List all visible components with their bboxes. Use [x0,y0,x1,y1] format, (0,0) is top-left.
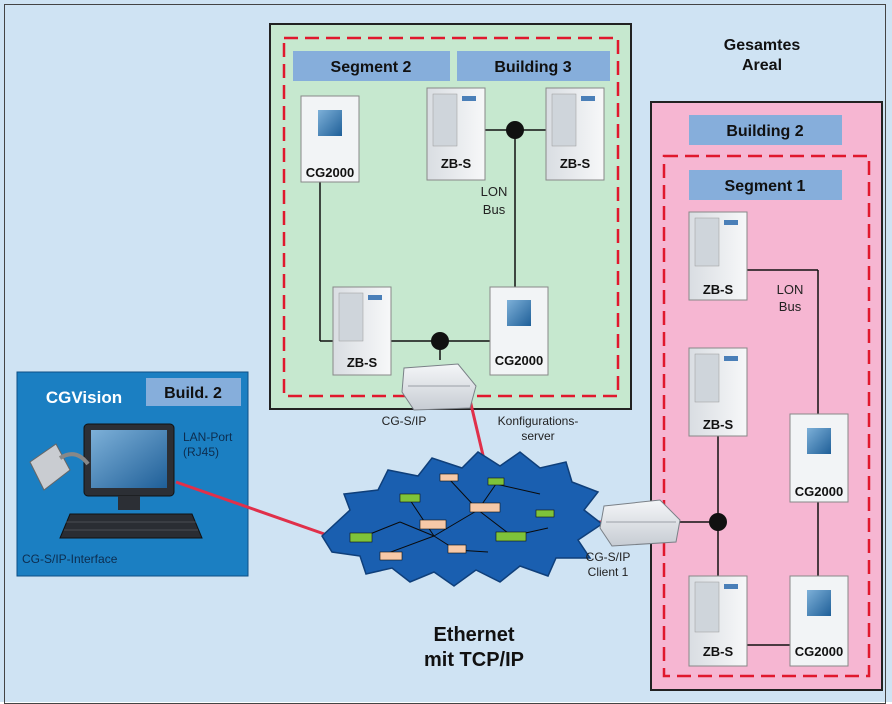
segment-1-label-box [689,170,842,200]
zbs-label: ZB-S [347,355,378,370]
zbs-label: ZB-S [703,644,734,659]
ethernet-cloud-icon [321,451,604,587]
segment-2-border [282,36,620,398]
building-3-area [269,23,632,410]
zbs-label: ZB-S [703,417,734,432]
zbs-device [426,87,486,181]
building-3-label-box [457,51,610,81]
lan-port-label-2: (RJ45) [183,445,219,459]
cg2000-label: CG2000 [795,644,843,659]
green-lon-bus [319,129,546,360]
bus-junction-icon [431,332,449,350]
segment-2-label: Segment 2 [331,59,412,76]
zbs-device [688,347,748,437]
interface-label: CG-S/IP-Interface [22,552,118,566]
cg-sip-client-device-icon [599,499,681,547]
zbs-label: ZB-S [441,156,472,171]
usb-dongle-icon [29,443,90,491]
ethernet-label-2: mit TCP/IP [424,649,524,671]
green-lon-label-1: LON [481,184,508,199]
zbs-device [332,286,392,376]
pink-lon-bus [676,269,819,646]
cg2000-device [789,413,849,503]
cg2000-device [300,95,360,183]
zbs-device [545,87,605,181]
cg2000-label: CG2000 [795,484,843,499]
cg2000-device [789,575,849,667]
segment-1-border [662,154,871,678]
client-label-1: CG-S/IP [586,550,631,564]
segment-1-label: Segment 1 [725,178,806,195]
pink-lon-label-2: Bus [779,299,802,314]
green-lon-label-2: Bus [483,202,506,217]
areal-title-line2: Areal [742,57,782,74]
building-2-label: Building 2 [726,123,803,140]
build2-badge-box [146,378,241,406]
cg2000-label: CG2000 [495,353,543,368]
konfig-label-1: Konfigurations- [498,414,579,428]
computer-icon [59,423,203,539]
cgvision-title: CGVision [46,388,122,407]
lan-port-label-1: LAN-Port [183,430,233,444]
konfig-label-2: server [521,429,554,443]
zbs-device [688,575,748,667]
cg2000-label: CG2000 [306,165,354,180]
build2-badge: Build. 2 [164,385,222,402]
areal-title-line1: Gesamtes [724,37,801,54]
zbs-label: ZB-S [703,282,734,297]
building-3-label: Building 3 [494,59,571,76]
cg-sip-label: CG-S/IP [382,414,427,428]
ethernet-label-1: Ethernet [433,624,514,646]
zbs-label: ZB-S [560,156,591,171]
bus-junction-icon [709,513,727,531]
zbs-device [688,211,748,301]
bus-junction-icon [506,121,524,139]
cg2000-device [489,286,549,376]
cg-sip-konfig-device-icon [401,363,477,411]
client-label-2: Client 1 [588,565,629,579]
segment-2-label-box [293,51,450,81]
pink-lon-label-1: LON [777,282,804,297]
building-2-label-box [689,115,842,145]
